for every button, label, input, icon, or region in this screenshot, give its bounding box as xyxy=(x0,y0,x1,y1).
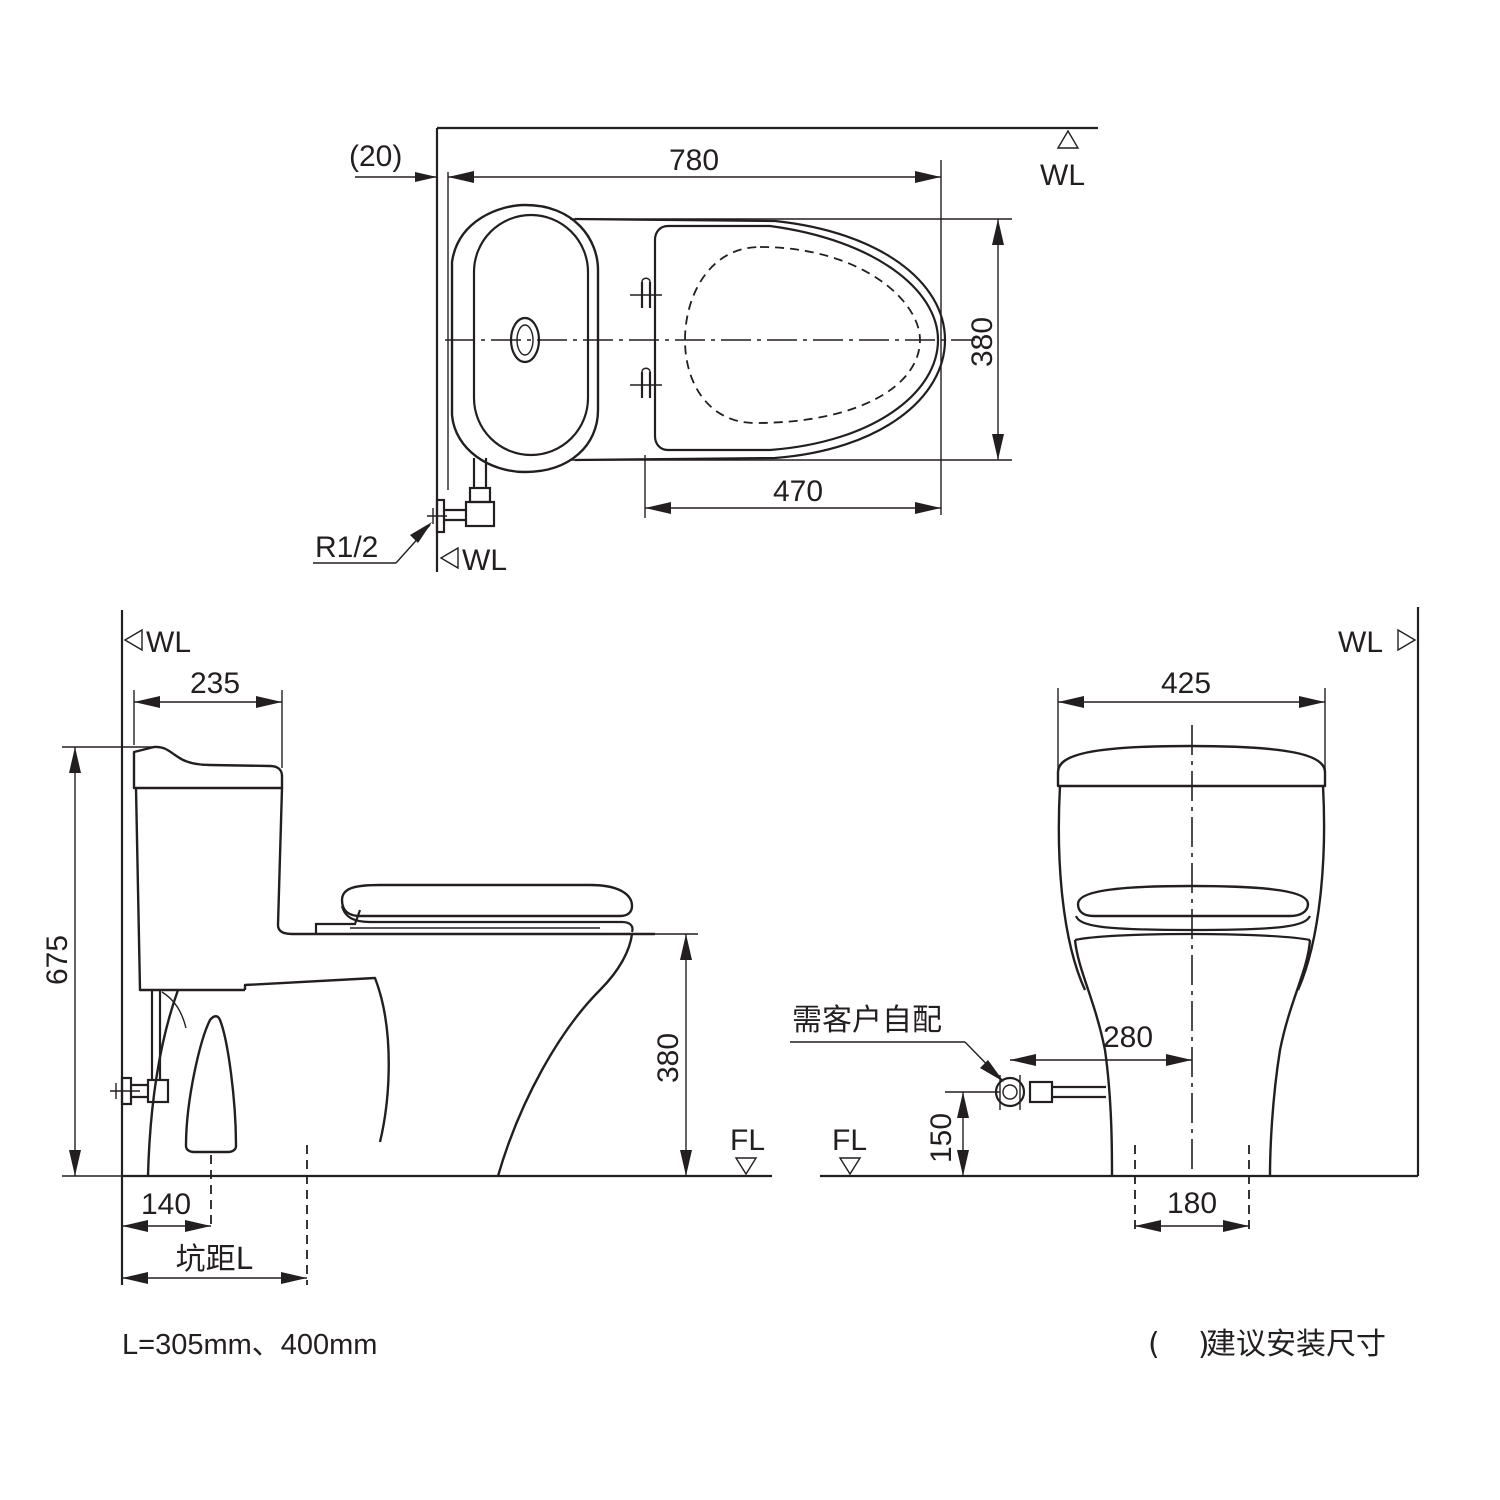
arrow-icon xyxy=(256,696,282,708)
bracket-note: 建议安装尺寸 xyxy=(1206,1327,1386,1362)
front-floor-label: FL xyxy=(832,1124,867,1157)
dim-offset-label: (20) xyxy=(349,140,402,173)
front-wall-label: WL xyxy=(1338,626,1383,659)
hinge-icon xyxy=(630,367,662,398)
arrow-icon xyxy=(69,1150,81,1176)
body-front-curve xyxy=(496,933,634,1177)
seat-lid-side xyxy=(340,883,634,918)
front-view: WL 425 xyxy=(790,607,1420,1235)
side-wall-label: WL xyxy=(146,626,191,659)
side-floor-label: FL xyxy=(730,1124,765,1157)
rough-in-values-note: L=305mm、400mm xyxy=(122,1329,377,1361)
tank-body-front xyxy=(276,787,655,936)
arrow-icon xyxy=(1058,696,1084,708)
arrow-icon xyxy=(1299,696,1325,708)
tank-lid-side xyxy=(132,745,284,790)
arrow-icon xyxy=(915,502,941,514)
dim-supply-height-label: 150 xyxy=(925,1113,958,1163)
side-view: WL 235 675 380 FL xyxy=(41,610,772,1285)
arrow-icon xyxy=(992,434,1004,460)
top-view: WL (20) 780 380 470 xyxy=(313,126,1098,577)
pedestal-right xyxy=(1268,939,1312,1177)
dim-width-label: 380 xyxy=(966,317,999,367)
supply-valve-icon xyxy=(427,458,496,534)
body-detail xyxy=(161,991,187,1029)
supply-valve-front-icon xyxy=(994,1075,1106,1110)
dim-front-width-label: 425 xyxy=(1161,667,1211,700)
wall-marker-icon xyxy=(1397,628,1417,652)
wall-label-top: WL xyxy=(1040,159,1085,192)
thread-label: R1/2 xyxy=(315,531,378,564)
supply-valve-side-icon xyxy=(110,990,170,1106)
seat-lid-front xyxy=(1076,884,1310,918)
arrow-icon xyxy=(122,1220,148,1232)
body-back-curve xyxy=(146,989,180,1177)
arrow-icon xyxy=(281,1272,307,1284)
trapway-outline xyxy=(184,1015,238,1154)
floor-marker-icon xyxy=(838,1157,862,1176)
wall-label-side: WL xyxy=(462,544,507,577)
arrow-icon xyxy=(957,1150,969,1176)
wall-marker-icon xyxy=(123,628,143,652)
arrow-icon xyxy=(645,502,671,514)
arrow-icon xyxy=(915,171,941,183)
arrow-icon xyxy=(1223,1220,1249,1232)
bracket-paren: ( ) xyxy=(1148,1327,1210,1362)
dim-tank-depth-label: 235 xyxy=(190,667,240,700)
wall-marker-icon xyxy=(1056,129,1080,149)
arrow-icon xyxy=(134,696,160,708)
supply-note-label: 需客户自配 xyxy=(792,1003,942,1038)
arrow-icon xyxy=(410,522,432,543)
dim-inlet-offset-label: 140 xyxy=(141,1188,191,1221)
arrow-icon xyxy=(992,219,1004,245)
seat-lid-outline xyxy=(653,224,940,452)
dim-seat-height-label: 380 xyxy=(652,1033,685,1083)
arrow-icon xyxy=(1135,1220,1161,1232)
tank-inner-outline xyxy=(472,213,590,457)
pedestal-left xyxy=(1073,939,1114,1177)
tank-side-right xyxy=(1296,785,1326,991)
tank-lid-front xyxy=(1056,744,1327,788)
tank-side-left xyxy=(1057,785,1087,991)
wall-marker-icon xyxy=(439,546,459,570)
dim-base-width-label: 180 xyxy=(1167,1187,1217,1220)
seat-ring-front xyxy=(1074,915,1311,932)
tank-body-back xyxy=(134,787,245,992)
hinge-icon xyxy=(630,277,662,308)
arrow-icon xyxy=(448,171,474,183)
body-side-panel xyxy=(243,976,390,1143)
arrow-icon xyxy=(680,1150,692,1176)
arrow-icon xyxy=(957,1092,969,1118)
floor-marker-icon xyxy=(734,1157,758,1176)
seat-ring-side xyxy=(340,905,634,933)
arrow-icon xyxy=(415,172,437,182)
arrow-icon xyxy=(1010,1054,1036,1066)
arrow-icon xyxy=(122,1272,148,1284)
dim-bowl-length-label: 470 xyxy=(773,475,823,508)
dim-rough-in-label: 坑距L xyxy=(176,1242,253,1277)
hinge-side xyxy=(314,909,362,934)
arrow-icon xyxy=(69,747,81,773)
dim-supply-offset-label: 280 xyxy=(1103,1021,1153,1054)
arrow-icon xyxy=(185,1220,211,1232)
bowl-rim-front xyxy=(1074,932,1311,942)
dim-total-height-label: 675 xyxy=(41,935,74,985)
dim-length-label: 780 xyxy=(669,144,719,177)
arrow-icon xyxy=(680,934,692,960)
arrow-icon xyxy=(980,1060,1004,1082)
arrow-icon xyxy=(1166,1054,1192,1066)
bowl-opening-dashed xyxy=(684,246,921,424)
